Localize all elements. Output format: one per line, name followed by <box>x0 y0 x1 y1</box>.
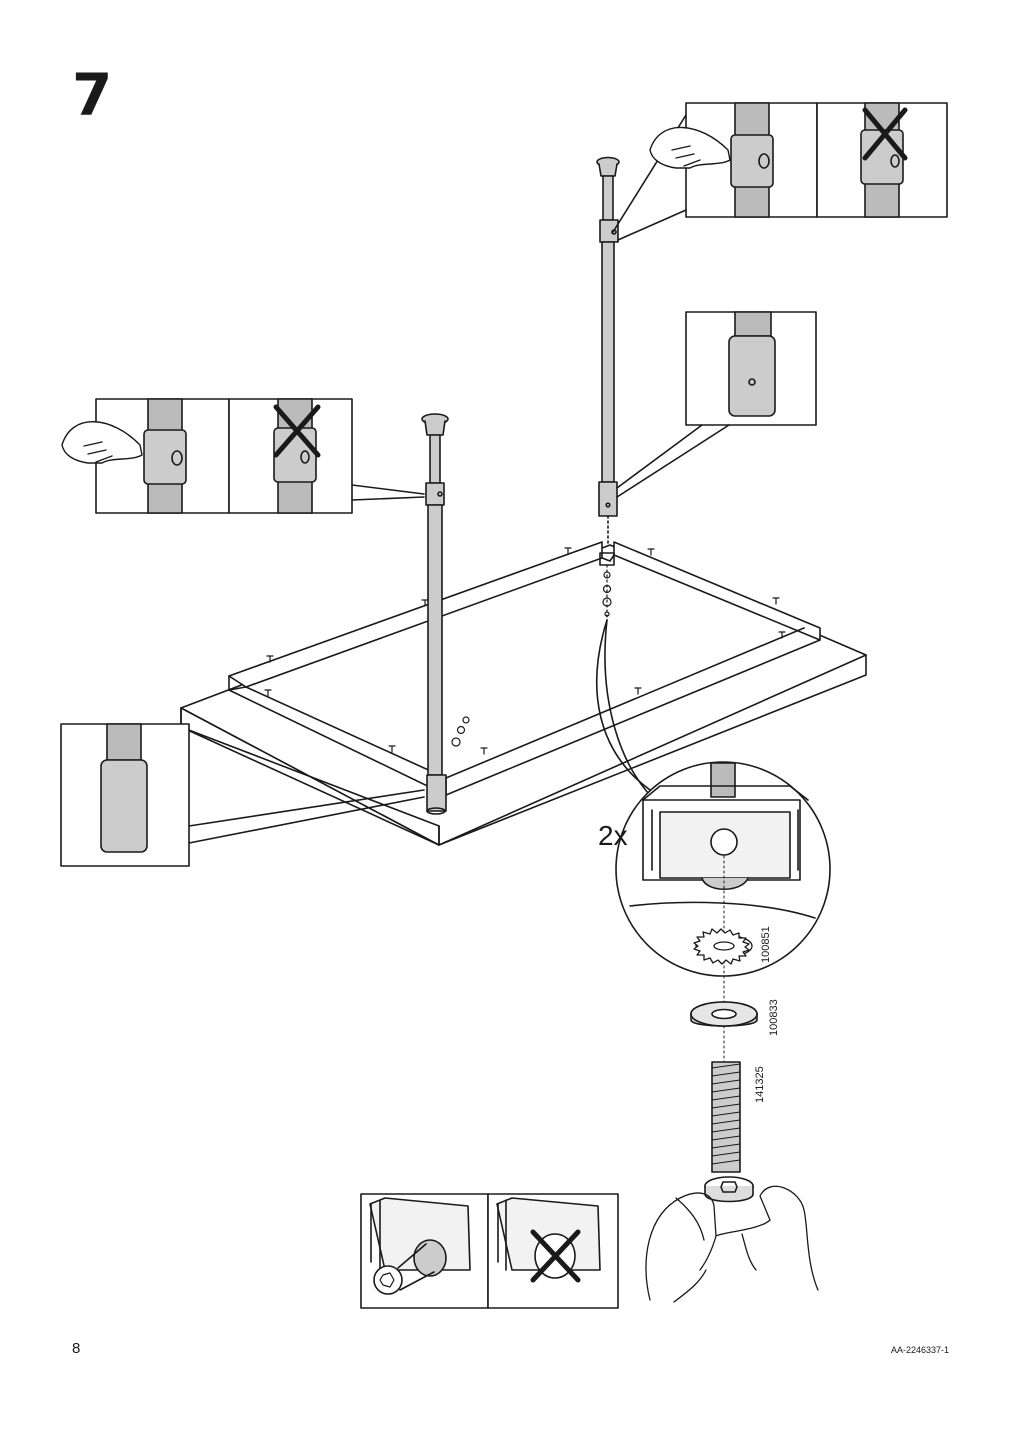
step-number: 7 <box>72 61 113 129</box>
hand-holding-bolt-icon <box>645 1185 819 1303</box>
hardware-stack-right <box>602 564 612 621</box>
leg-right <box>596 156 620 546</box>
serrated-lock-washer-icon <box>693 928 753 965</box>
cross-mark-icon <box>530 1229 581 1283</box>
pointing-hand-icon <box>649 126 731 169</box>
page-number: 8 <box>72 1340 81 1357</box>
cross-mark-icon <box>862 107 908 161</box>
quantity-label: 2x <box>598 820 628 851</box>
apron-screws <box>264 547 786 755</box>
threaded-bolt-icon <box>704 1061 754 1203</box>
leg-left <box>421 413 449 815</box>
part-number-flat-washer: 100833 <box>768 999 780 1036</box>
bracket-zoom-detail <box>596 619 831 1171</box>
pointing-hand-icon <box>61 421 143 464</box>
document-code: AA-2246337-1 <box>890 1345 949 1355</box>
detail-sleeve-position-top <box>612 102 948 241</box>
apron-frame <box>228 541 821 796</box>
hardware-stack-left <box>451 716 470 747</box>
part-number-bolt: 141325 <box>754 1066 766 1103</box>
cross-mark-icon <box>273 404 321 458</box>
part-number-lock-washer: 100851 <box>760 926 772 963</box>
detail-sleeve-position-left <box>61 398 425 514</box>
detail-bolt-insertion <box>360 1193 619 1309</box>
detail-foot-cap-left <box>60 723 425 867</box>
detail-foot-cap-right <box>616 311 817 498</box>
flat-washer-icon <box>690 1001 758 1027</box>
tabletop <box>180 541 867 846</box>
